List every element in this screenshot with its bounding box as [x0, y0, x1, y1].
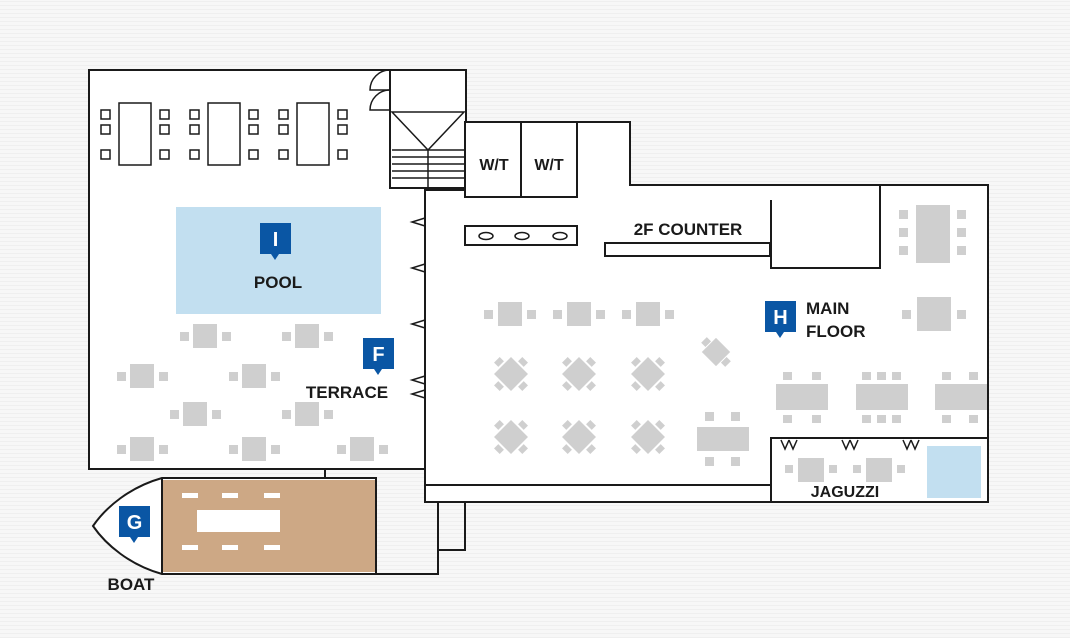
- terrace-label: TERRACE: [306, 383, 388, 402]
- banquet-tables: [100, 102, 348, 166]
- wt-label-1: W/T: [479, 157, 509, 174]
- marker-i-letter: I: [273, 229, 279, 251]
- marker-g-letter: G: [127, 512, 143, 534]
- marker-h-letter: H: [773, 307, 787, 329]
- map-pin-icon-h[interactable]: H: [765, 301, 796, 338]
- map-pin-icon-g[interactable]: G: [119, 506, 150, 543]
- map-pin-icon-f[interactable]: F: [363, 338, 394, 375]
- jacuzzi-details: JAGUZZI: [780, 439, 981, 501]
- jacuzzi-label: JAGUZZI: [811, 484, 879, 501]
- terrace-tables: [117, 324, 388, 461]
- counter-label: 2F COUNTER: [634, 220, 743, 239]
- stairs-icon: [389, 69, 467, 189]
- wt-label-2: W/T: [534, 157, 564, 174]
- map-pin-icon-i[interactable]: I: [260, 223, 291, 260]
- counter-2f: 2F COUNTER: [604, 220, 771, 257]
- jacuzzi-water: [927, 446, 981, 498]
- boat-label: BOAT: [108, 575, 156, 594]
- main-floor-label-1: MAIN: [806, 299, 849, 318]
- lower-wing-outline: [324, 469, 466, 575]
- lower-corridor: [424, 484, 772, 503]
- pool-label: POOL: [254, 273, 302, 292]
- counter-zone-outline: [770, 185, 881, 269]
- sliding-doors: [409, 217, 426, 399]
- boat: [91, 477, 377, 575]
- marker-f-letter: F: [372, 344, 384, 366]
- restrooms: W/T W/T: [464, 121, 578, 246]
- door-icon: [369, 69, 391, 111]
- main-floor-label-2: FLOOR: [806, 322, 866, 341]
